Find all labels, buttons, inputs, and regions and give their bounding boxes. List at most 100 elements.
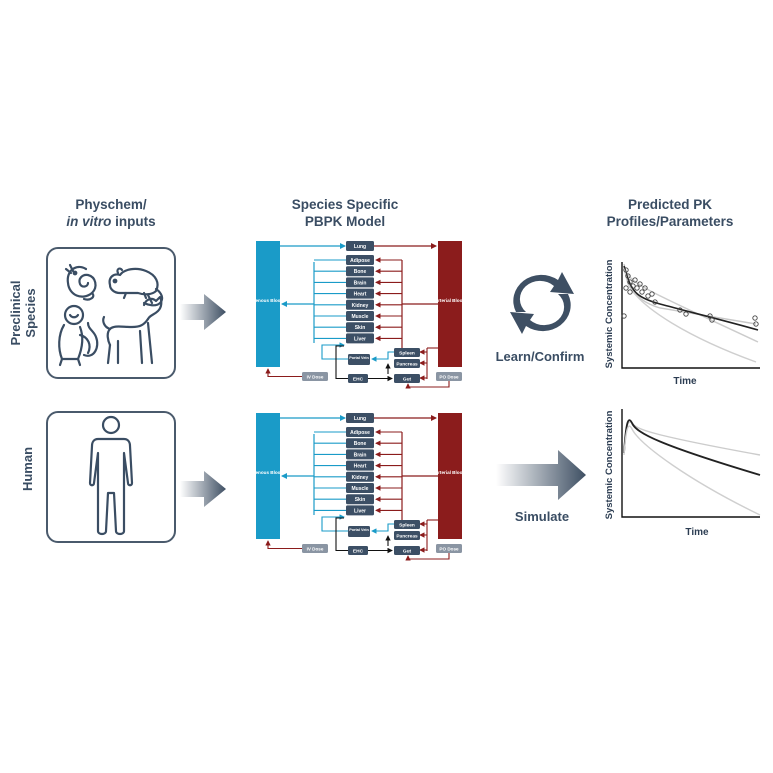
pt-organ-label: Muscle xyxy=(352,314,369,320)
svg-text:IV Dose: IV Dose xyxy=(307,375,324,380)
pt-organ-lung-label: Lung xyxy=(354,244,366,250)
pb-organ-label: Bone xyxy=(354,441,367,447)
pb-organ-heart xyxy=(346,460,374,471)
pt-organ-label: Liver xyxy=(354,336,366,342)
pb-organ-label: Heart xyxy=(354,464,367,470)
pb-organ-label: Adipose xyxy=(350,430,370,436)
learn-confirm-cycle-icon xyxy=(510,272,574,334)
model-header-line2: PBPK Model xyxy=(304,214,386,229)
inputs-header-italic: in vitro xyxy=(66,214,112,229)
pb-organ-kidney xyxy=(346,471,374,482)
model-header: Species Specific PBPK Model xyxy=(270,196,420,230)
pt-organ-adipose xyxy=(346,255,374,265)
arrow-to-model-human-icon xyxy=(180,471,226,507)
pt-organ-pancreas xyxy=(394,359,420,368)
pt-arterial-label: Arterial Blood xyxy=(435,298,466,303)
pt-organ-label: Brain xyxy=(354,280,367,286)
learn-confirm-label: Learn/Confirm xyxy=(495,349,585,364)
pk-human-upper-curve xyxy=(623,421,761,456)
pk-header-line2: Profiles/Parameters xyxy=(606,214,734,229)
pt-arterial-blood xyxy=(438,241,462,367)
pt-organ-skin xyxy=(346,322,374,333)
pk-curve-upper2 xyxy=(623,263,757,325)
pb-arterial-label: Arterial Blood xyxy=(435,470,466,475)
pt-portal-vein xyxy=(348,354,370,365)
pk-curve-lower xyxy=(623,267,757,363)
svg-text:PO Dose: PO Dose xyxy=(439,375,459,380)
human-panel xyxy=(46,411,176,543)
pb-portal-vein xyxy=(348,526,370,537)
pb-organ-label: Liver xyxy=(354,508,366,514)
pt-organ-label: Gut xyxy=(403,377,412,383)
pk-plot-preclinical-axes xyxy=(621,262,760,369)
pk-observed-points xyxy=(621,267,759,327)
row-label-preclinical: Preclinical Species xyxy=(8,268,40,358)
pt-organ-label: Skin xyxy=(355,325,366,331)
pt-organ-lung xyxy=(346,241,374,251)
pk-header-line1: Predicted PK xyxy=(627,197,713,212)
model-header-line1: Species Specific xyxy=(291,197,399,212)
pb-iv-dose xyxy=(302,544,328,553)
pk-plot-preclinical-ylabel: Systemic Concentration xyxy=(604,259,615,368)
pk-plot-preclinical-xlabel: Time xyxy=(673,376,697,387)
pk-plot-human-xlabel: Time xyxy=(685,527,709,538)
pk-plot-human-axes xyxy=(621,409,760,518)
rat-icon xyxy=(108,267,164,307)
human-figure-icon xyxy=(88,415,134,536)
svg-text:PO Dose: PO Dose xyxy=(439,547,459,552)
svg-text:Portal Vein: Portal Vein xyxy=(349,356,369,360)
inputs-header: Physchem/ in vitro inputs xyxy=(46,196,176,230)
pb-arterial-blood xyxy=(438,413,462,539)
pb-organ-label: Kidney xyxy=(352,475,369,481)
pt-organ-bone xyxy=(346,266,374,277)
pb-organ-muscle xyxy=(346,483,374,493)
pt-organ-label: Adipose xyxy=(350,258,370,264)
inputs-header-rest: inputs xyxy=(111,214,156,229)
pb-ehc xyxy=(348,546,368,555)
row-label-preclinical-line2: Species xyxy=(23,288,38,338)
pt-organ-liver xyxy=(346,333,374,344)
pb-po-dose xyxy=(436,544,462,553)
animals-illustration xyxy=(58,263,164,367)
preclinical-animals-panel xyxy=(46,247,176,379)
pb-venous-blood xyxy=(256,413,280,539)
pb-organ-brain xyxy=(346,449,374,460)
dog-icon xyxy=(102,293,163,365)
pb-organ-label: Brain xyxy=(354,452,367,458)
pb-organ-label: Spleen xyxy=(399,523,415,529)
pb-venous-label: Venous Blood xyxy=(253,470,284,475)
pk-human-main-curve xyxy=(623,419,761,476)
pb-organ-pancreas xyxy=(394,531,420,540)
pk-plot-human: Systemic Concentration Time xyxy=(604,409,761,538)
pb-organ-label: Gut xyxy=(403,549,412,555)
pt-organ-label: Pancreas xyxy=(396,362,418,368)
row-label-human: Human xyxy=(20,446,35,492)
pt-organ-spleen xyxy=(394,348,420,357)
svg-text:IV Dose: IV Dose xyxy=(307,547,324,552)
pk-plot-preclinical: Systemic Concentration Time xyxy=(604,259,760,387)
pt-po-dose xyxy=(436,372,462,381)
pb-organ-label: Skin xyxy=(355,497,366,503)
monkey-icon xyxy=(58,304,99,367)
svg-text:EHC: EHC xyxy=(353,377,364,383)
pb-organ-liver xyxy=(346,505,374,516)
pt-venous-label: Venous Blood xyxy=(253,298,284,303)
pt-organ-label: Spleen xyxy=(399,351,415,357)
pt-venous-blood xyxy=(256,241,280,367)
pt-organ-kidney xyxy=(346,299,374,310)
row-label-preclinical-line1: Preclinical xyxy=(8,280,23,346)
pt-organ-muscle xyxy=(346,311,374,321)
pb-organ-bone xyxy=(346,438,374,449)
pt-iv-dose xyxy=(302,372,328,381)
pb-organ-lung xyxy=(346,413,374,423)
simulate-label: Simulate xyxy=(514,509,570,524)
pb-organ-gut xyxy=(394,546,420,555)
pt-organ-heart xyxy=(346,288,374,299)
pb-organ-spleen xyxy=(394,520,420,529)
pb-organ-label: Pancreas xyxy=(396,534,418,540)
simulate-arrow-icon xyxy=(496,450,586,500)
pk-human-lower-curve xyxy=(623,425,761,516)
pk-plot-human-ylabel: Systemic Concentration xyxy=(604,410,615,519)
